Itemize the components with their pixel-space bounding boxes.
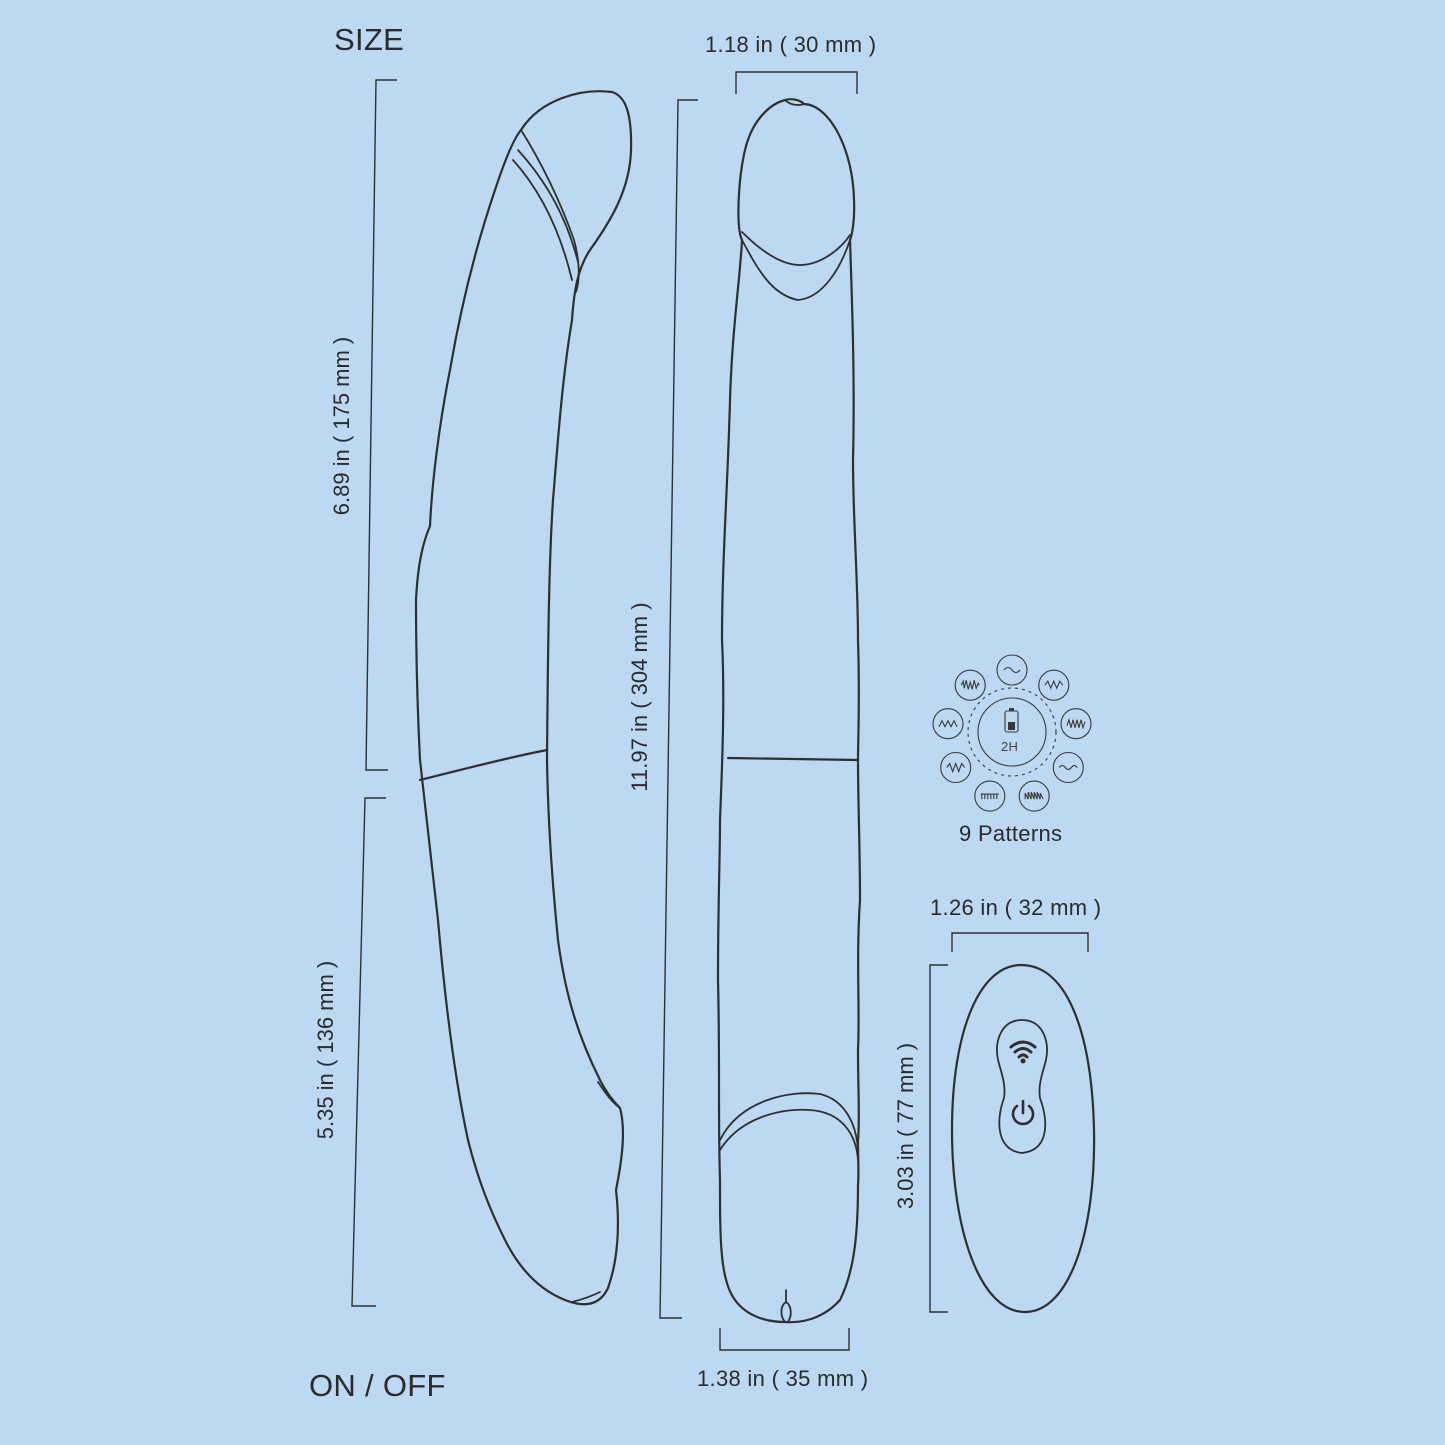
pattern-icon-wave [1044,679,1064,690]
pattern-icon-ring [954,669,986,701]
upper-length-label: 6.89 in ( 175 mm ) [329,336,354,516]
pattern-icon-wave [980,793,999,800]
pattern-icon-ring [932,708,964,740]
wave-pattern-icon [996,654,1028,686]
total-length-bracket [659,99,698,1319]
pattern-icon-wave [946,761,966,774]
wave-pattern-icon [940,751,972,784]
wave-pattern-icon [932,708,964,740]
remote-length-label: 3.03 in ( 77 mm ) [893,1042,918,1210]
side-view-outline [414,90,633,1306]
battery-label: 2H [1001,739,1019,754]
pattern-icon-ring [1018,780,1050,812]
base-width-bracket [719,1328,850,1351]
wifi-icon [1009,1040,1037,1064]
wave-pattern-icon [1060,708,1092,740]
pattern-icon-ring [1060,708,1092,740]
patterns-wheel [967,687,1057,777]
remote-length-bracket [929,964,948,1313]
pattern-icons [932,654,1092,812]
pattern-icon-wave [960,679,980,690]
on-off-label: ON / OFF [309,1368,446,1403]
pattern-icon-wave [1024,791,1044,800]
remote-width-bracket [951,932,1089,952]
pattern-icon-wave [938,719,958,728]
tip-width-bracket [735,71,858,94]
pattern-icon-ring [1052,751,1084,784]
base-width-label: 1.38 in ( 35 mm ) [697,1366,869,1391]
power-icon[interactable] [1009,1098,1037,1128]
pattern-icon-wave [1066,717,1086,730]
pattern-icon-wave [1058,764,1078,771]
pattern-icon-ring [996,654,1028,686]
battery-icon [1004,708,1019,733]
size-heading: SIZE [334,22,405,57]
pattern-icon-ring [974,780,1006,812]
pattern-icon-wave [1003,666,1021,674]
pattern-icon-ring [1038,669,1070,701]
wave-pattern-icon [1052,751,1084,784]
patterns-label: 9 Patterns [959,821,1063,846]
remote-width-label: 1.26 in ( 32 mm ) [930,895,1102,920]
pattern-icon-ring [940,751,972,784]
lower-length-label: 5.35 in ( 136 mm ) [313,960,338,1140]
tip-width-label: 1.18 in ( 30 mm ) [705,32,877,57]
upper-length-bracket [365,79,397,771]
wave-pattern-icon [954,669,986,701]
lower-length-bracket [351,797,386,1307]
wave-pattern-icon [1018,780,1050,812]
wave-pattern-icon [1038,669,1070,701]
wave-pattern-icon [974,780,1006,812]
remote-outline [950,963,1096,1314]
front-view-outline [716,98,862,1324]
total-length-label: 11.97 in ( 304 mm ) [627,602,652,792]
